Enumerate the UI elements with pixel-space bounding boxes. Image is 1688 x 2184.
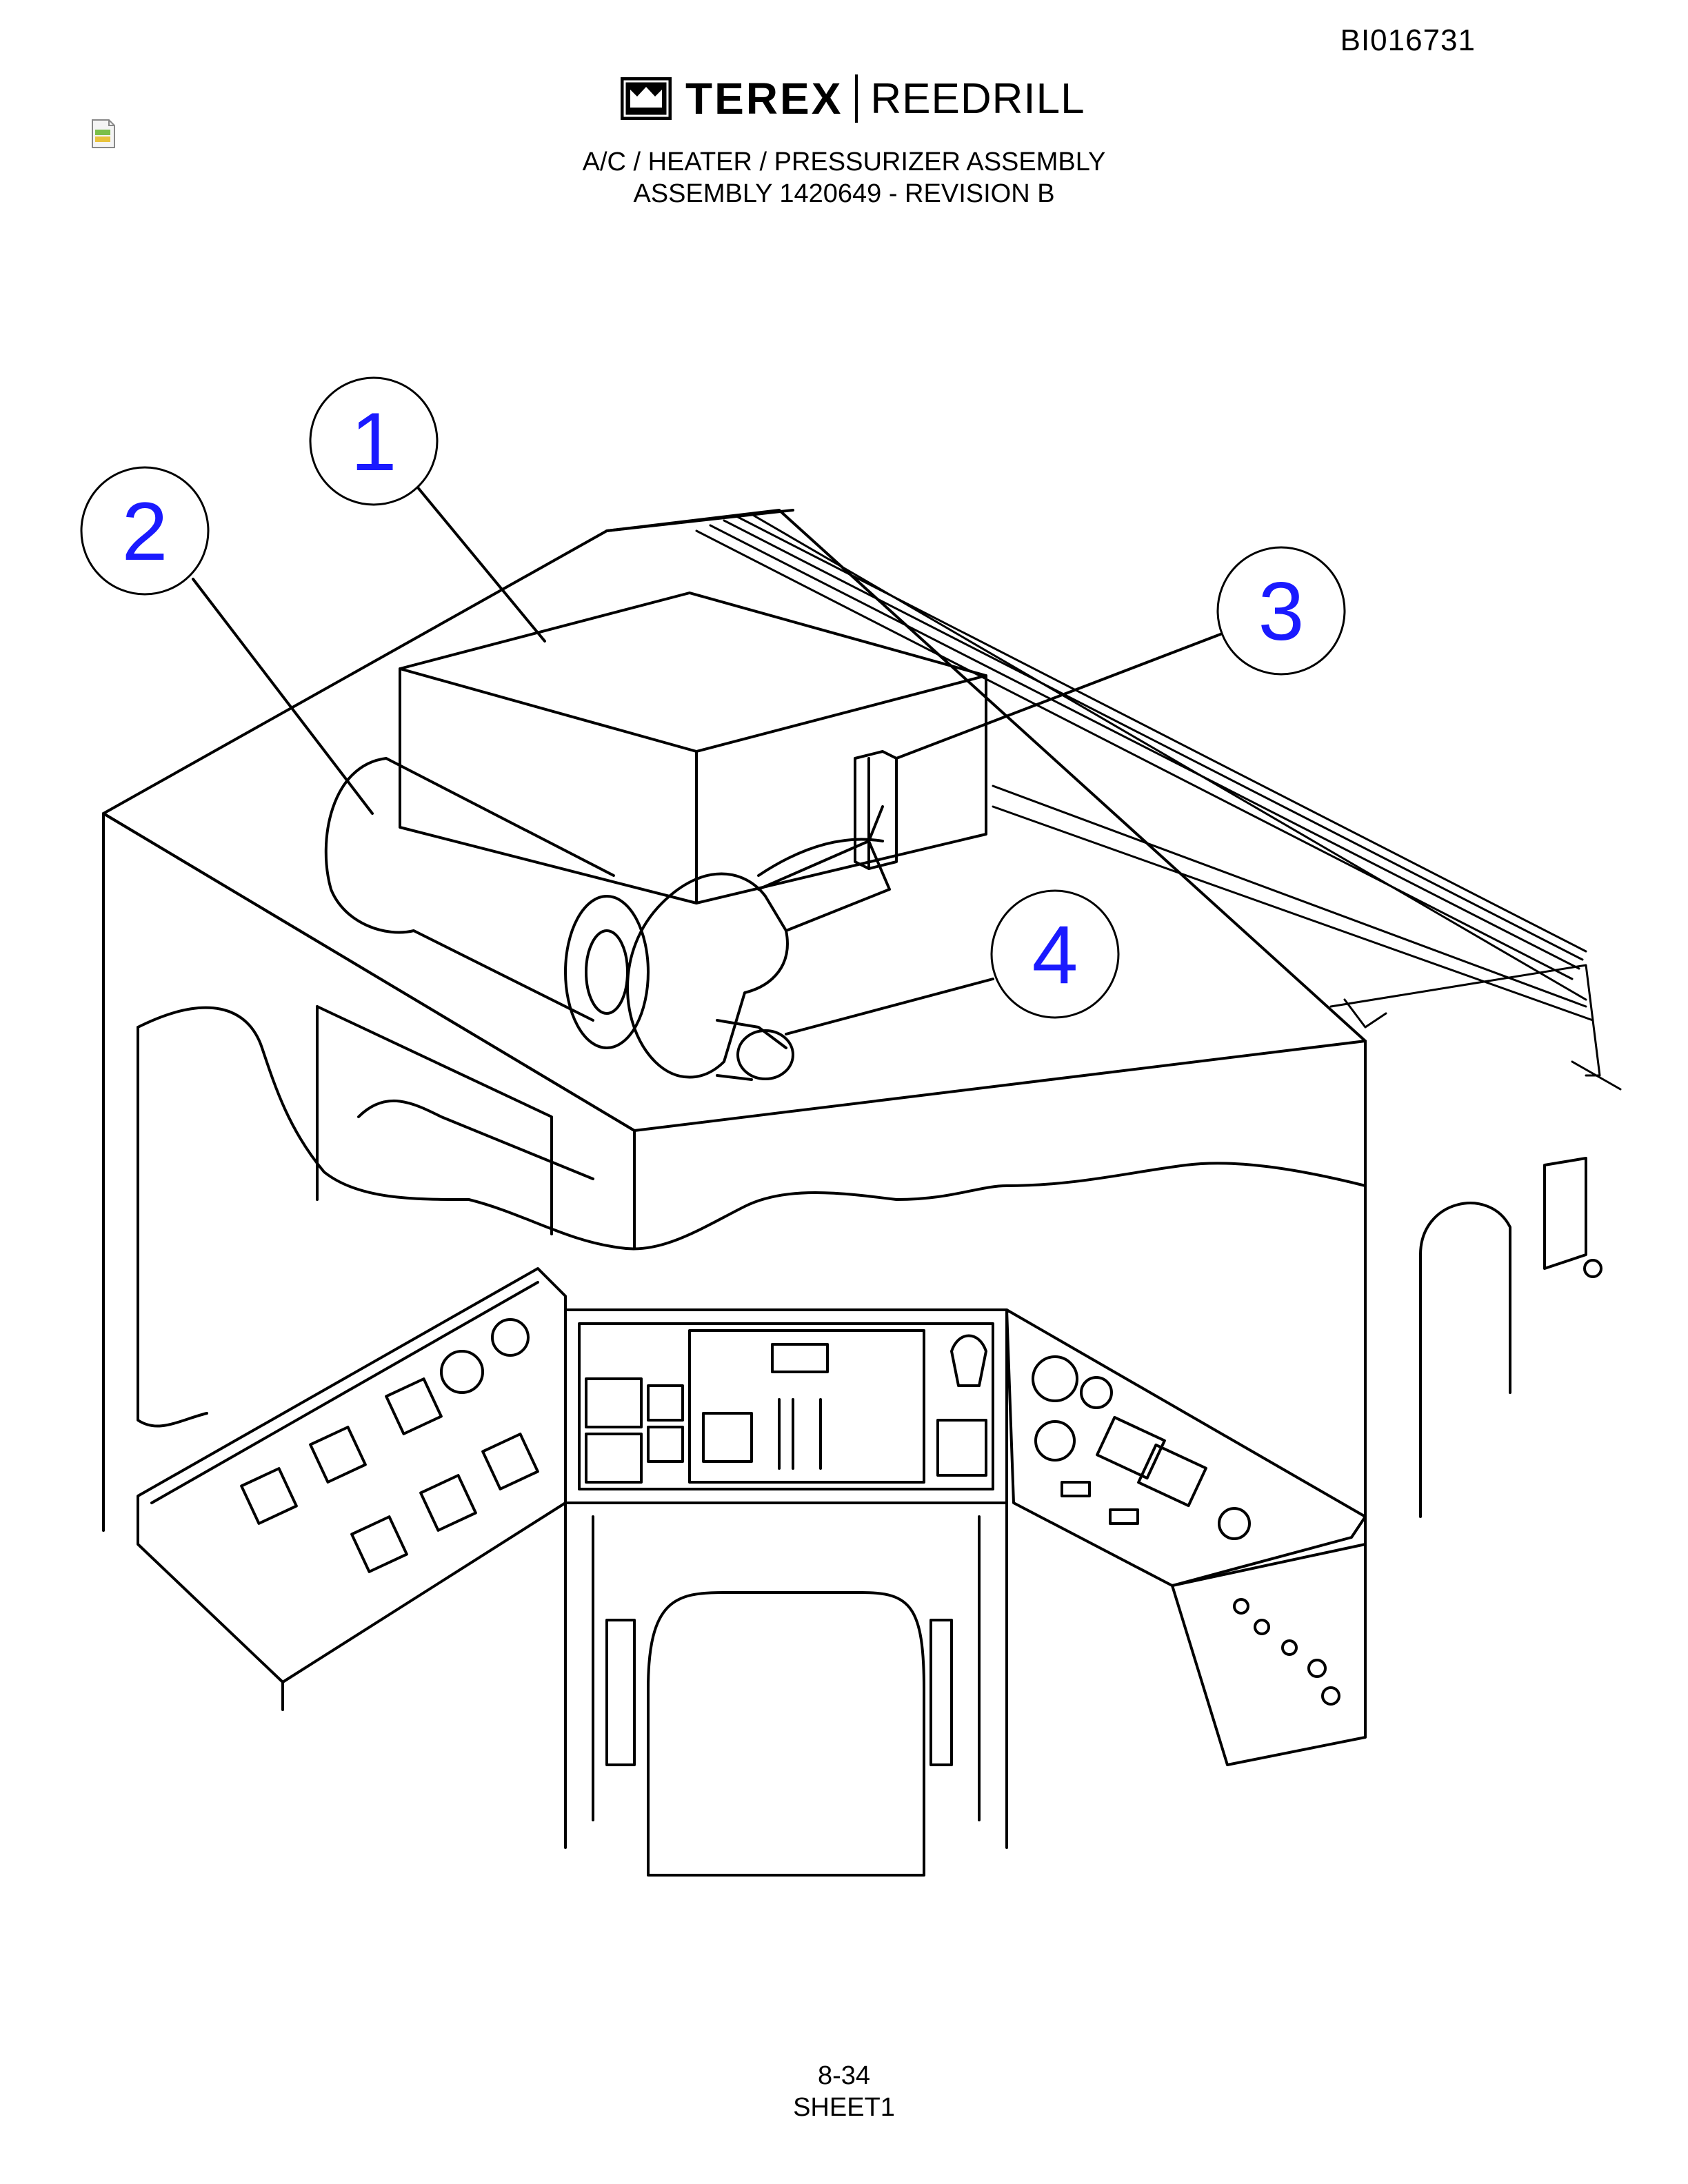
drawing-title: A/C / HEATER / PRESSURIZER ASSEMBLY	[582, 148, 1106, 176]
terex-logo-icon	[621, 77, 672, 120]
ac-unit	[399, 592, 987, 904]
bracket	[854, 750, 898, 870]
callout-number-4: 4	[1032, 909, 1078, 1001]
brand-product: REEDRILL	[870, 74, 1085, 123]
sheet-label: SHEET1	[793, 2093, 895, 2122]
center-dash-panel	[564, 1308, 1008, 1504]
leader-line-1	[412, 481, 546, 643]
lower-right-console	[1171, 1543, 1367, 1766]
callout-circle-2	[80, 466, 210, 596]
attachment-icon[interactable]	[90, 119, 117, 149]
callout-circle-1	[309, 376, 439, 506]
callout-number-2: 2	[122, 485, 168, 578]
drawing-subtitle: ASSEMBLY 1420649 - REVISION B	[633, 179, 1055, 208]
cutaway-edge	[137, 1005, 1367, 1428]
outlet-nozzle	[716, 1019, 794, 1081]
right-door-frame	[1419, 1157, 1602, 1518]
leader-line-4	[785, 978, 994, 1035]
leader-line-3	[895, 633, 1222, 760]
right-control-panel	[1005, 1308, 1367, 1587]
callout-circle-3	[1216, 546, 1346, 676]
callout-circle-4	[990, 889, 1120, 1019]
cylinder-filter	[324, 757, 650, 1049]
leader-line-2	[192, 578, 374, 815]
leader-lines	[192, 481, 1222, 1035]
cab-roof	[102, 509, 1367, 1601]
callout-number-3: 3	[1258, 565, 1305, 658]
brand-header: TEREX REEDRILL	[621, 74, 1085, 123]
brand-divider	[855, 74, 858, 123]
operator-seat	[564, 1502, 1008, 1877]
callouts	[80, 376, 1346, 1019]
callout-number-1: 1	[351, 396, 397, 488]
document-id: BI016731	[1340, 23, 1476, 57]
blower-housing	[626, 805, 891, 1079]
roof-rails	[695, 513, 1622, 1091]
brand-name: TEREX	[685, 74, 843, 123]
page-number: 8-34	[817, 2061, 871, 2090]
left-control-panel	[137, 1267, 567, 1711]
